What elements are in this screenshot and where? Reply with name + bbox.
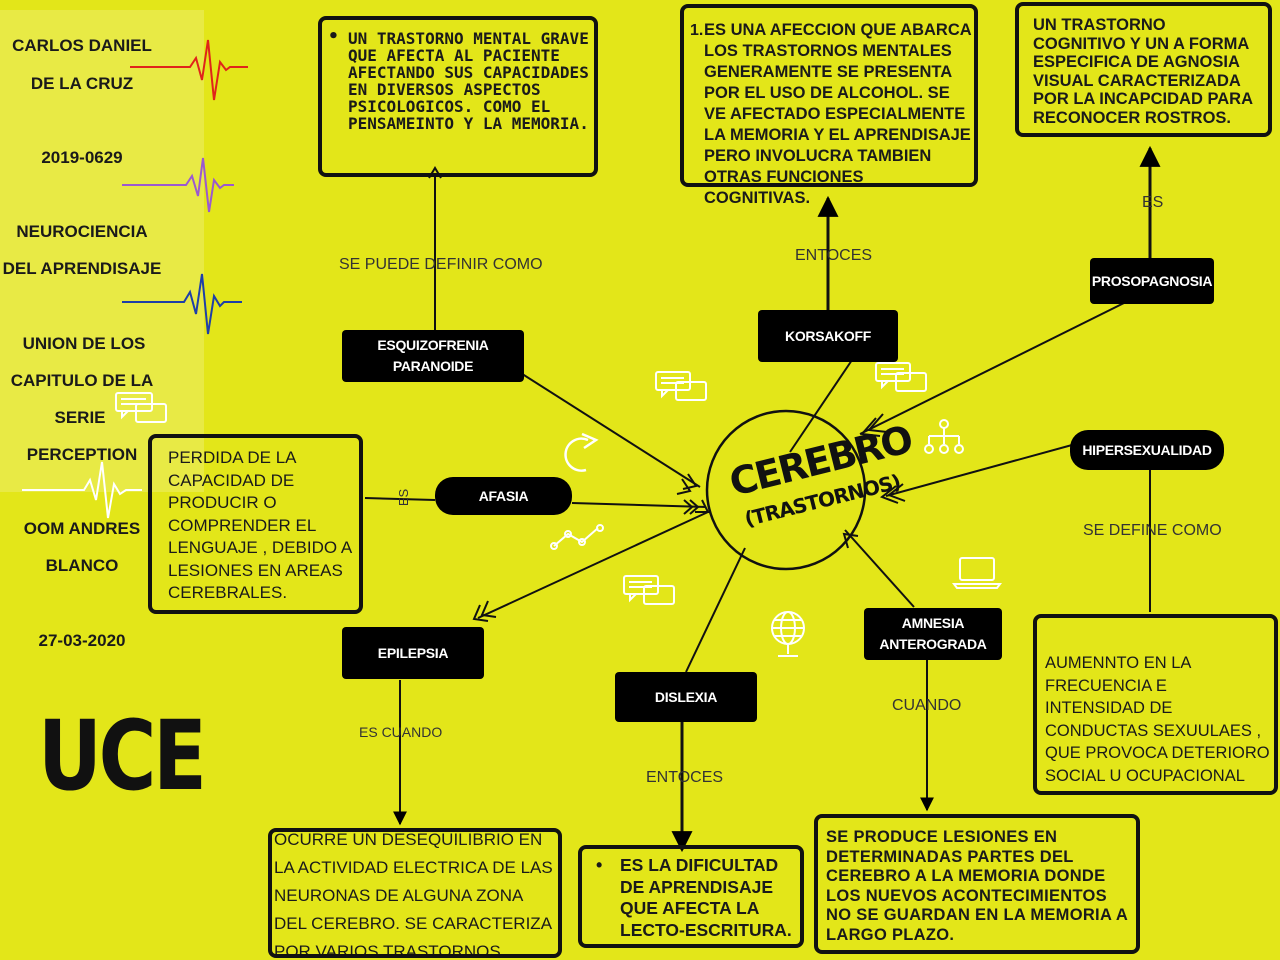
node-epilepsia[interactable]: EPILEPSIA: [342, 627, 484, 679]
definition-epilepsia-text: OCURRE UN DESEQUILIBRIO EN LA ACTIVIDAD …: [274, 830, 553, 958]
label-hipersexualidad-connector: SE DEFINE COMO: [1083, 522, 1222, 539]
definition-box-esquizofrenia: • UN TRASTORNO MENTAL GRAVE QUE AFECTA A…: [318, 16, 598, 177]
chat-icon: [115, 392, 167, 423]
teacher-line1: OOM ANDRES: [23, 519, 141, 538]
definition-box-epilepsia: OCURRE UN DESEQUILIBRIO EN LA ACTIVIDAD …: [268, 828, 562, 958]
pulse-white-icon: [22, 461, 142, 519]
line-hipersexualidad: [885, 444, 1073, 497]
line-graph-icon: [550, 524, 604, 550]
label-korsakoff-connector: ENTOCES: [795, 247, 873, 264]
hierarchy-icon: [924, 419, 964, 454]
author-name-line2: DE LA CRUZ: [30, 74, 134, 93]
sidebar-panel: [0, 10, 204, 492]
list-number: 1.: [690, 22, 704, 39]
definition-esquizofrenia-text: UN TRASTORNO MENTAL GRAVE QUE AFECTA AL …: [348, 29, 589, 133]
node-hipersexualidad[interactable]: HIPERSEXUALIDAD: [1070, 430, 1224, 470]
student-id: 2019-0629: [41, 148, 123, 167]
definition-box-amnesia: SE PRODUCE LESIONES EN DETERMINADAS PART…: [814, 814, 1140, 954]
pulse-purple-icon: [122, 157, 234, 213]
node-esquizofrenia-label: ESQUIZOFRENIA PARANOIDE: [377, 337, 489, 374]
definition-hipersexualidad-text: AUMENNTO EN LA FRECUENCIA E INTENSIDAD D…: [1045, 654, 1270, 785]
line-afasia: [571, 502, 707, 508]
course-line1: NEUROCIENCIA: [16, 222, 148, 241]
pulse-blue-icon: [122, 273, 242, 335]
chat-icon: [875, 362, 927, 392]
institution-logo-text: UCE: [38, 700, 207, 812]
definition-korsakoff-text: ES UNA AFECCION QUE ABARCA LOS TRASTORNO…: [704, 21, 972, 207]
label-dislexia-connector: ENTOCES: [646, 769, 724, 786]
topic-line3: SERIE: [54, 408, 106, 427]
line-dislexia: [685, 547, 746, 673]
node-korsakoff[interactable]: KORSAKOFF: [758, 310, 898, 362]
refresh-icon: [564, 432, 599, 472]
chat-icon: [623, 575, 675, 605]
topic-line4: PERCEPTION: [26, 445, 138, 464]
center-circle: [705, 409, 867, 571]
label-esquizofrenia-connector: SE PUEDE DEFINIR COMO: [339, 256, 543, 273]
definition-prosopagnosia-text: UN TRASTORNO COGNITIVO Y UN A FORMA ESPE…: [1033, 16, 1253, 127]
globe-icon: [771, 611, 805, 657]
label-amnesia-connector: CUANDO: [892, 697, 962, 714]
topic-line1: UNION DE LOS: [22, 334, 146, 353]
node-afasia[interactable]: AFASIA: [435, 477, 572, 515]
definition-box-dislexia: • ES LA DIFICULTAD DE APRENDISAJE QUE AF…: [578, 845, 804, 948]
label-afasia-connector: ES: [396, 488, 412, 507]
course-line2: DEL APRENDISAJE: [2, 259, 162, 278]
laptop-icon: [952, 557, 1002, 589]
definition-box-prosopagnosia: UN TRASTORNO COGNITIVO Y UN A FORMA ESPE…: [1015, 2, 1272, 137]
line-amnesia: [844, 529, 915, 608]
definition-dislexia-text: ES LA DIFICULTAD DE APRENDISAJE QUE AFEC…: [620, 855, 792, 940]
bullet: •: [596, 855, 603, 875]
node-esquizofrenia[interactable]: ESQUIZOFRENIA PARANOIDE: [342, 330, 524, 382]
node-dislexia[interactable]: DISLEXIA: [615, 672, 757, 722]
node-amnesia-label: AMNESIA ANTEROGRADA: [879, 615, 987, 652]
teacher-line2: BLANCO: [45, 556, 119, 575]
definition-box-hipersexualidad: AUMENNTO EN LA FRECUENCIA E INTENSIDAD D…: [1033, 614, 1278, 795]
chat-icon: [655, 371, 707, 401]
definition-afasia-text: PERDIDA DE LA CAPACIDAD DE PRODUCIR O CO…: [168, 448, 352, 602]
node-prosopagnosia[interactable]: PROSOPAGNOSIA: [1090, 258, 1214, 304]
definition-amnesia-text: SE PRODUCE LESIONES EN DETERMINADAS PART…: [826, 828, 1128, 944]
definition-box-korsakoff: 1. ES UNA AFECCION QUE ABARCA LOS TRASTO…: [680, 4, 978, 207]
date-text: 27-03-2020: [38, 631, 126, 650]
line-epilepsia: [477, 511, 709, 619]
node-amnesia[interactable]: AMNESIA ANTEROGRADA: [864, 608, 1002, 660]
topic-line2: CAPITULO DE LA: [10, 371, 154, 390]
label-epilepsia-connector: ES CUANDO: [359, 724, 443, 740]
line-esquizofrenia: [515, 369, 701, 488]
definition-box-afasia: PERDIDA DE LA CAPACIDAD DE PRODUCIR O CO…: [148, 434, 363, 614]
label-prosopagnosia-connector: ES: [1142, 194, 1164, 211]
link-afasia-def: [364, 497, 436, 501]
bullet: •: [328, 26, 339, 47]
line-korsakoff: [789, 359, 853, 453]
pulse-red-icon: [130, 39, 248, 101]
author-name-line1: CARLOS DANIEL: [12, 36, 152, 55]
line-prosopagnosia: [859, 301, 1127, 435]
